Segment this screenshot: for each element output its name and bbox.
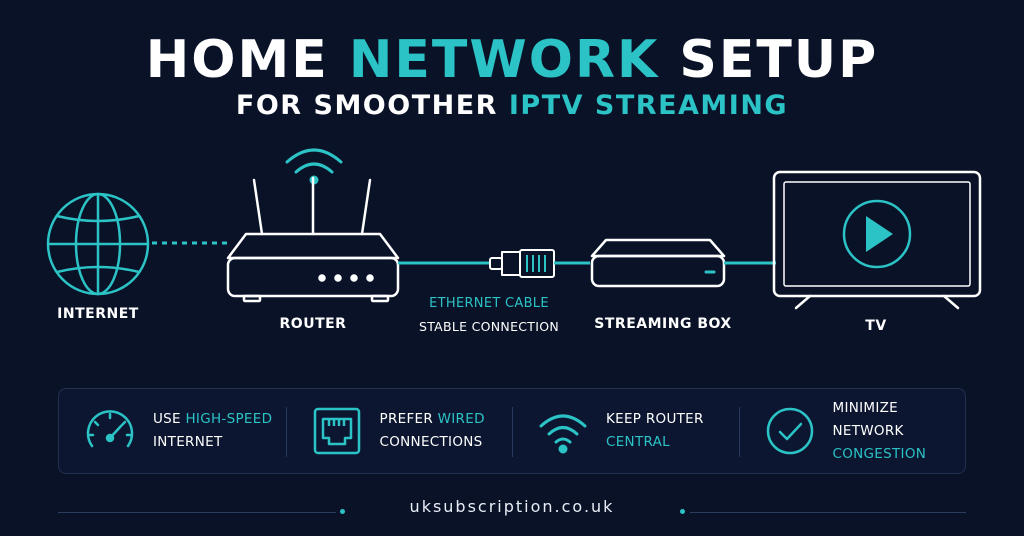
- page-subtitle: FOR SMOOTHER IPTV STREAMING: [0, 90, 1024, 122]
- tip-text-accent: WIRED: [437, 411, 485, 427]
- tip-item: USE HIGH-SPEED INTERNET: [59, 389, 286, 473]
- footer-url[interactable]: uksubscription.co.uk: [409, 497, 615, 516]
- tip-text-line: MINIMIZE NETWORK: [832, 399, 904, 439]
- subtitle-part1: FOR SMOOTHER: [235, 90, 509, 121]
- tips-panel: USE HIGH-SPEED INTERNET PREFER WIRED CON…: [58, 388, 966, 474]
- wifi-icon: [539, 414, 587, 454]
- tip-text: KEEP ROUTER CENTRAL: [606, 408, 704, 454]
- check-circle-icon: [766, 407, 813, 455]
- speedometer-icon: [86, 410, 134, 448]
- ethernet-connector-icon: [489, 249, 555, 278]
- title-part1: HOME: [145, 30, 349, 90]
- footer-dot-left: [340, 509, 345, 514]
- cable-subtitle: STABLE CONNECTION: [418, 319, 560, 334]
- tip-text-line: USE: [153, 411, 186, 427]
- tip-item: PREFER WIRED CONNECTIONS: [285, 389, 513, 473]
- footer-dot-right: [680, 509, 685, 514]
- router-icon: [226, 176, 400, 303]
- network-diagram: [46, 148, 982, 310]
- streaming-box-icon: [590, 238, 726, 288]
- globe-icon: [46, 192, 150, 296]
- tv-icon: [772, 170, 982, 310]
- tip-text-accent: HIGH-SPEED: [185, 411, 273, 427]
- internet-label: INTERNET: [57, 306, 139, 322]
- title-part3: SETUP: [659, 30, 879, 90]
- tip-text-line: CONNECTIONS: [379, 434, 483, 450]
- router-label: ROUTER: [279, 316, 347, 332]
- streaming-box-label: STREAMING BOX: [594, 316, 732, 332]
- footer-divider-left: [58, 512, 336, 513]
- ethernet-port-icon: [313, 407, 360, 455]
- cable-title: ETHERNET CABLE: [429, 296, 549, 311]
- tip-text-accent: CENTRAL: [606, 434, 670, 450]
- play-icon: [842, 199, 912, 269]
- footer-divider-right: [690, 512, 966, 513]
- tip-text: PREFER WIRED CONNECTIONS: [380, 408, 485, 454]
- tip-text-line: KEEP ROUTER: [606, 411, 704, 427]
- tip-text: USE HIGH-SPEED INTERNET: [153, 408, 272, 454]
- subtitle-accent: IPTV STREAMING: [508, 90, 789, 121]
- tv-label: TV: [865, 318, 887, 334]
- tip-item: KEEP ROUTER CENTRAL: [512, 389, 739, 473]
- tip-item: MINIMIZE NETWORK CONGESTION: [738, 389, 966, 473]
- title-accent: NETWORK: [348, 30, 660, 90]
- tip-text-accent: CONGESTION: [832, 445, 927, 462]
- page-title: HOME NETWORK SETUP: [0, 30, 1024, 90]
- tip-text: MINIMIZE NETWORK CONGESTION: [833, 397, 966, 466]
- tip-text-line: INTERNET: [153, 434, 223, 450]
- tip-text-line: PREFER: [379, 411, 438, 427]
